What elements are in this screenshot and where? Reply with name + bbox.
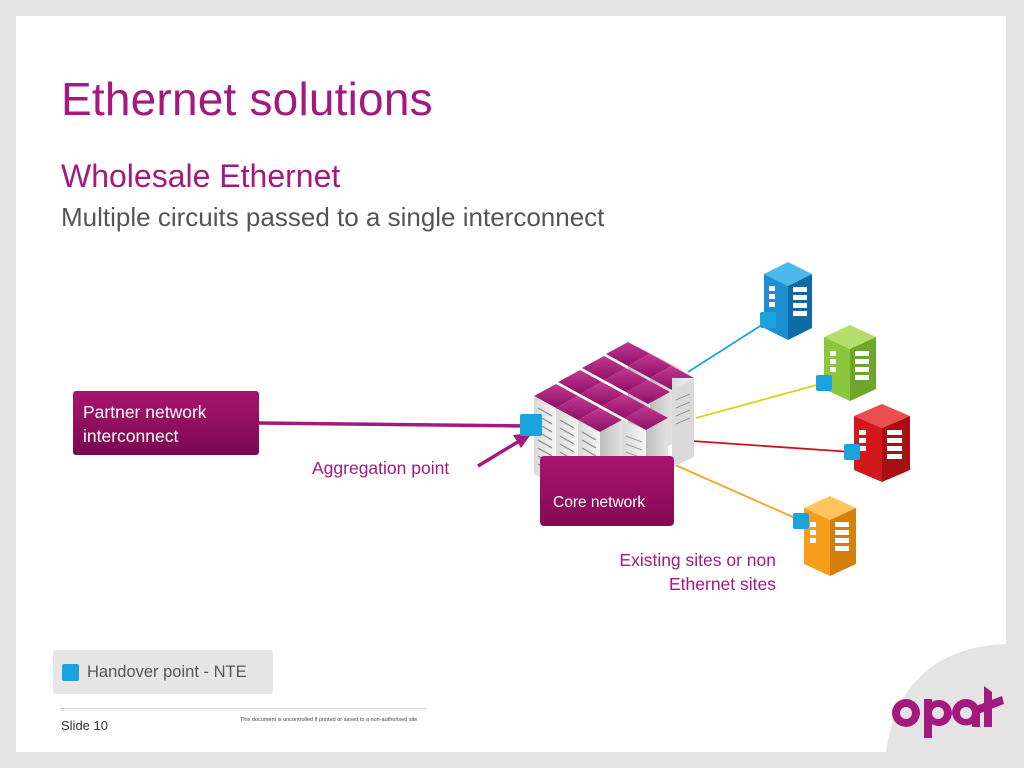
opal-logo-mark (892, 686, 1004, 738)
slide-description: Multiple circuits passed to a single int… (61, 202, 605, 232)
slide-number: Slide 10 (61, 718, 108, 733)
building-blue-icon (764, 262, 812, 340)
core-network-box: Core network (540, 456, 674, 526)
building-orange-icon (804, 496, 856, 576)
sites-label-line2: Ethernet sites (669, 574, 776, 594)
handover-point-orange (793, 513, 809, 529)
handover-point-blue (760, 312, 776, 328)
core-network-label: Core network (553, 494, 646, 511)
disclaimer-text: This document is uncontrolled if printed… (240, 717, 418, 723)
slide-subtitle: Wholesale Ethernet (61, 158, 341, 194)
existing-sites-label: Existing sites or non Ethernet sites (576, 548, 776, 596)
footer-divider (61, 708, 426, 709)
partner-box-line2: interconnect (83, 426, 179, 446)
slide: Ethernet solutions Wholesale Ethernet Mu… (16, 16, 1006, 752)
sites-label-line1: Existing sites or non (619, 550, 776, 570)
building-green-icon (824, 325, 876, 401)
handover-swatch-icon (62, 664, 79, 681)
slide-title: Ethernet solutions (61, 73, 433, 125)
partner-network-box: Partner network interconnect (73, 391, 259, 455)
legend-text: Handover point - NTE (87, 663, 247, 681)
link-yellow (695, 382, 825, 419)
legend: Handover point - NTE (53, 650, 273, 694)
footer-divider-shadow (61, 710, 426, 711)
link-red (691, 440, 853, 453)
opal-logo (886, 644, 1006, 752)
partner-box-line1: Partner network (83, 402, 207, 422)
aggregation-point-label: Aggregation point (312, 458, 450, 478)
aggregation-arrow (477, 438, 522, 468)
handover-point-red (844, 444, 860, 460)
link-orange (665, 460, 803, 522)
building-red-icon (854, 404, 910, 482)
handover-point-green (816, 375, 832, 391)
aggregation-arrowhead (513, 433, 532, 448)
partner-link (258, 421, 527, 428)
handover-point-core (520, 414, 542, 436)
link-blue (687, 320, 769, 373)
